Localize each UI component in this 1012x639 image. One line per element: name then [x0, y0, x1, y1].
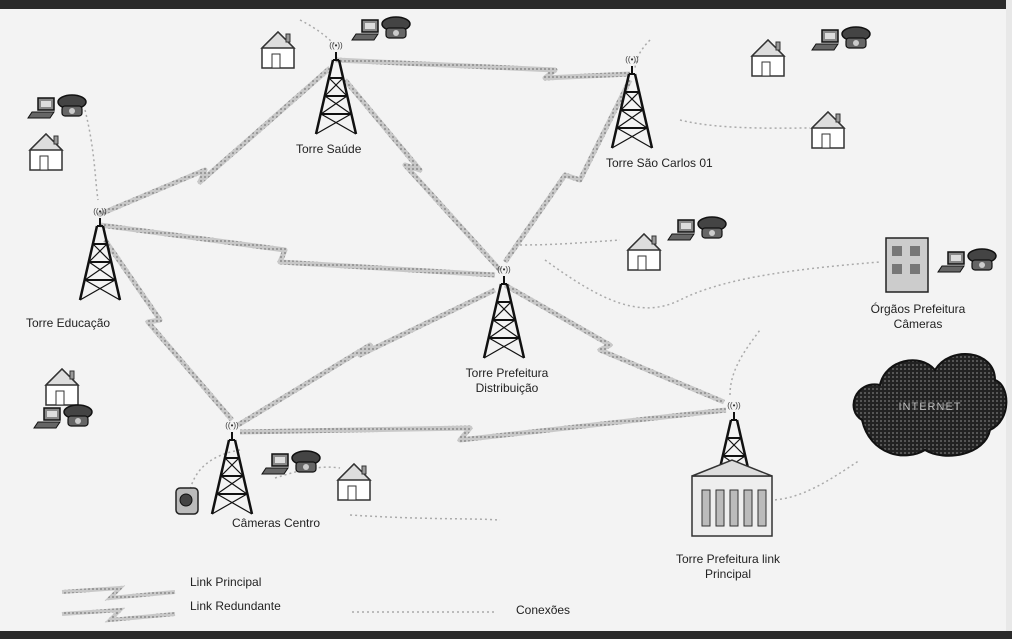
internet-cloud-icon — [852, 353, 1008, 457]
connection-lines — [84, 19, 881, 521]
bottom-border — [0, 631, 1012, 639]
tower-cameras-centro-label: Câmeras Centro — [232, 516, 321, 530]
wireless-links — [97, 57, 727, 443]
house-icon — [29, 133, 63, 171]
orgaos-label: Órgãos Prefeitura Câmeras — [870, 302, 966, 331]
tower-prefeitura-distribuicao-label: Torre Prefeitura Distribuição — [465, 366, 549, 395]
computer-phone-icon — [937, 248, 997, 273]
house-icon — [261, 31, 295, 69]
legend-link-principal: Link Principal — [190, 575, 262, 589]
legend-link-redundante: Link Redundante — [190, 599, 281, 613]
legend-conexoes: Conexões — [516, 603, 571, 617]
right-edge — [1006, 0, 1012, 639]
city-hall-building-icon — [691, 459, 773, 537]
computer-phone-icon — [27, 94, 87, 119]
computer-phone-icon — [351, 16, 411, 41]
house-icon — [627, 233, 661, 271]
computer-phone-icon — [33, 404, 93, 429]
house-icon — [45, 368, 79, 406]
tower-prefeitura-link-label: Torre Prefeitura link Principal — [675, 552, 781, 581]
tower-educacao-label: Torre Educação — [26, 316, 111, 330]
computer-phone-icon — [261, 450, 321, 475]
house-icon — [811, 111, 845, 149]
tower-cameras-centro-icon — [210, 419, 254, 516]
top-border — [0, 0, 1012, 9]
computer-phone-icon — [811, 26, 871, 51]
legend — [61, 585, 495, 623]
house-icon — [337, 463, 371, 501]
cloud-label: INTERNET — [898, 401, 962, 413]
tower-prefeitura-distribuicao-icon — [482, 263, 526, 360]
computer-phone-icon — [667, 216, 727, 241]
tower-sao-carlos-label: Torre São Carlos 01 — [606, 156, 713, 170]
tower-saude-label: Torre Saúde — [296, 142, 362, 156]
camera-icon — [175, 487, 199, 515]
house-icon — [751, 39, 785, 77]
government-building-icon — [885, 237, 929, 293]
